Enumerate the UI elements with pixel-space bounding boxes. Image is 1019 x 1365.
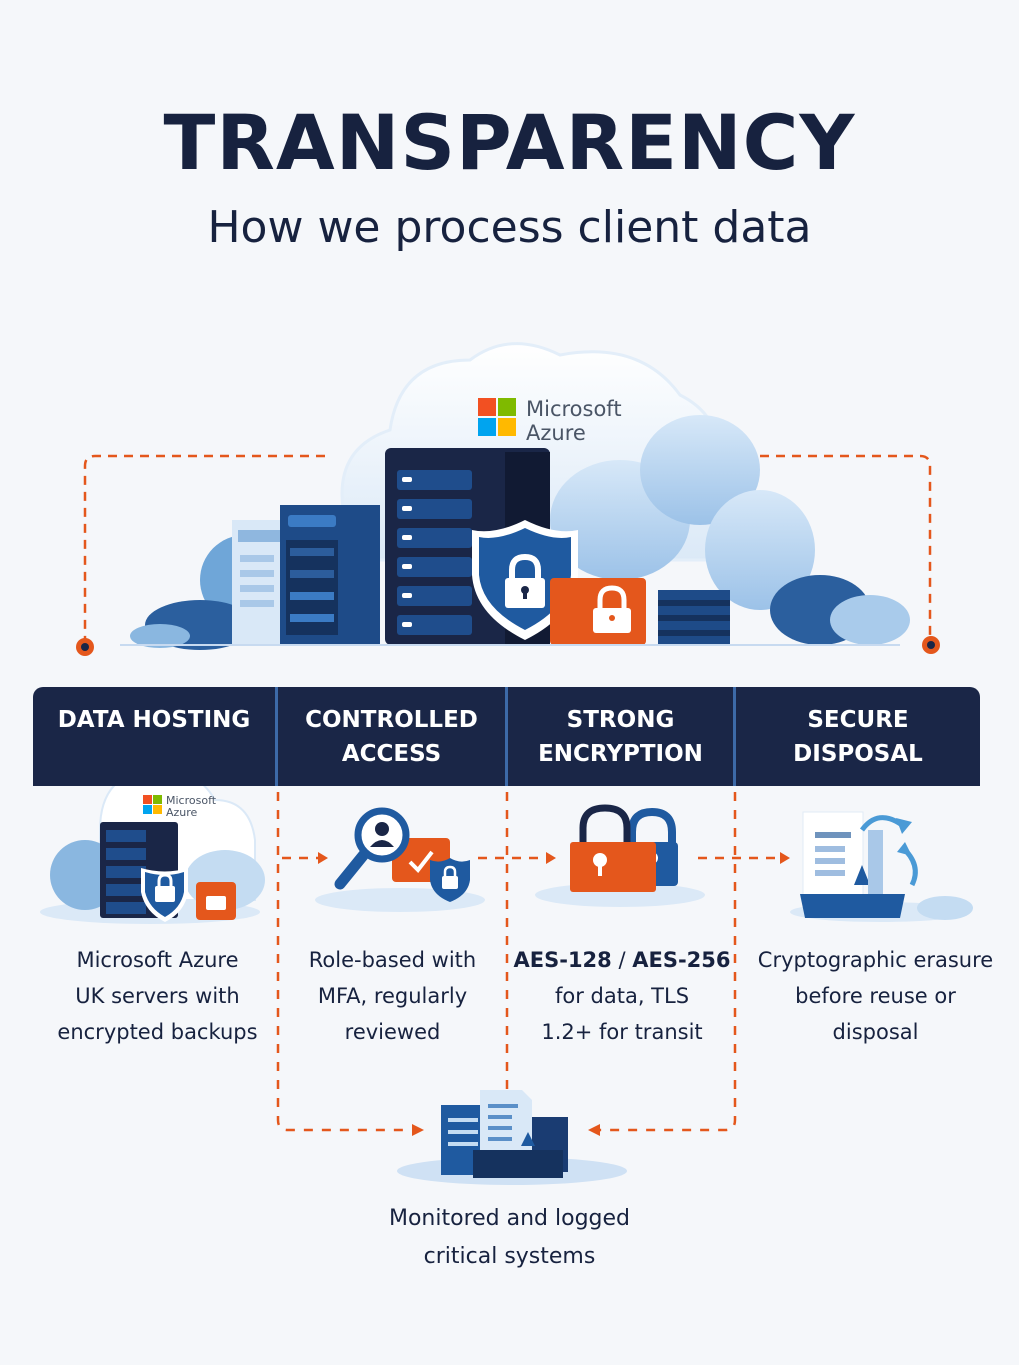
aes-256-label: AES-256 (632, 948, 731, 972)
page-subtitle: How we process client data (207, 202, 812, 253)
monitoring-line: Monitored and logged (388, 1206, 631, 1231)
desc-line: Role-based with (308, 948, 477, 972)
desc-controlled-access: Role-based with MFA, regularly reviewed (280, 942, 505, 1050)
microsoft-azure-logo: Microsoft Azure (478, 397, 622, 445)
server-rack-small-icon (280, 505, 380, 645)
desc-line: before reuse or (795, 984, 956, 1008)
heading-strong-encryption: STRONG ENCRYPTION (508, 687, 736, 786)
heading-text: ACCESS (341, 741, 442, 767)
desc-line: UK servers with (75, 984, 240, 1008)
hero-connector-left (83, 454, 325, 640)
arrow-to-monitoring-right (588, 1124, 600, 1136)
logo-text-azure: Azure (526, 421, 586, 445)
desc-data-hosting: Microsoft Azure UK servers with encrypte… (40, 942, 275, 1050)
heading-secure-disposal: SECURE DISPOSAL (736, 687, 980, 786)
padlocks-icon (535, 804, 705, 907)
storage-block-icon (658, 590, 730, 645)
desc-line: disposal (832, 1020, 919, 1044)
desc-strong-encryption: AES-128 / AES-256 for data, TLS 1.2+ for… (508, 942, 736, 1050)
logo-text-microsoft: Microsoft (526, 397, 622, 421)
heading-controlled-access: CONTROLLED ACCESS (278, 687, 508, 786)
heading-text: STRONG (566, 707, 675, 733)
document-erase-icon (790, 811, 973, 922)
desc-line: MFA, regularly (317, 984, 468, 1008)
desc-line: Cryptographic erasure (757, 948, 994, 972)
monitoring-line: critical systems (423, 1244, 596, 1269)
small-logo-text: Azure (166, 806, 198, 819)
desc-line: AES-128 / AES-256 (508, 942, 736, 978)
blue-cloud-icon (550, 415, 910, 645)
desc-line: reviewed (344, 1020, 441, 1044)
desc-line: 1.2+ for transit (541, 1020, 703, 1044)
hero-illustration: Microsoft Azure (76, 342, 940, 656)
heading-text: ENCRYPTION (538, 741, 703, 767)
flow-diagram: Microsoft Azure (40, 786, 973, 1185)
divider-1 (276, 792, 410, 1132)
heading-data-hosting: DATA HOSTING (33, 687, 278, 786)
heading-text: CONTROLLED (305, 707, 478, 733)
heading-text: SECURE (807, 707, 909, 733)
azure-server-icon: Microsoft Azure (40, 786, 265, 924)
separator: / (611, 948, 633, 972)
desc-line: encrypted backups (57, 1020, 258, 1044)
arrow-to-monitoring-left (412, 1124, 424, 1136)
heading-text: DISPOSAL (793, 741, 923, 767)
heading-text: DATA HOSTING (57, 707, 251, 733)
desc-secure-disposal: Cryptographic erasure before reuse or di… (748, 942, 1003, 1050)
aes-128-label: AES-128 (513, 948, 612, 972)
desc-line: Microsoft Azure (76, 948, 239, 972)
desc-line: for data, TLS (554, 984, 690, 1008)
divider-3 (600, 792, 737, 1132)
monitoring-logs-icon (397, 1090, 627, 1185)
orange-lock-icon (550, 578, 646, 645)
monitoring-caption: Monitored and logged critical systems (0, 1200, 1019, 1276)
category-header-bar: DATA HOSTING CONTROLLED ACCESS STRONG EN… (33, 687, 980, 786)
small-logo-text: Microsoft (166, 794, 217, 807)
user-search-shield-icon (315, 807, 485, 912)
page-title: TRANSPARENCY (163, 98, 856, 187)
hero-connector-right (728, 454, 932, 640)
